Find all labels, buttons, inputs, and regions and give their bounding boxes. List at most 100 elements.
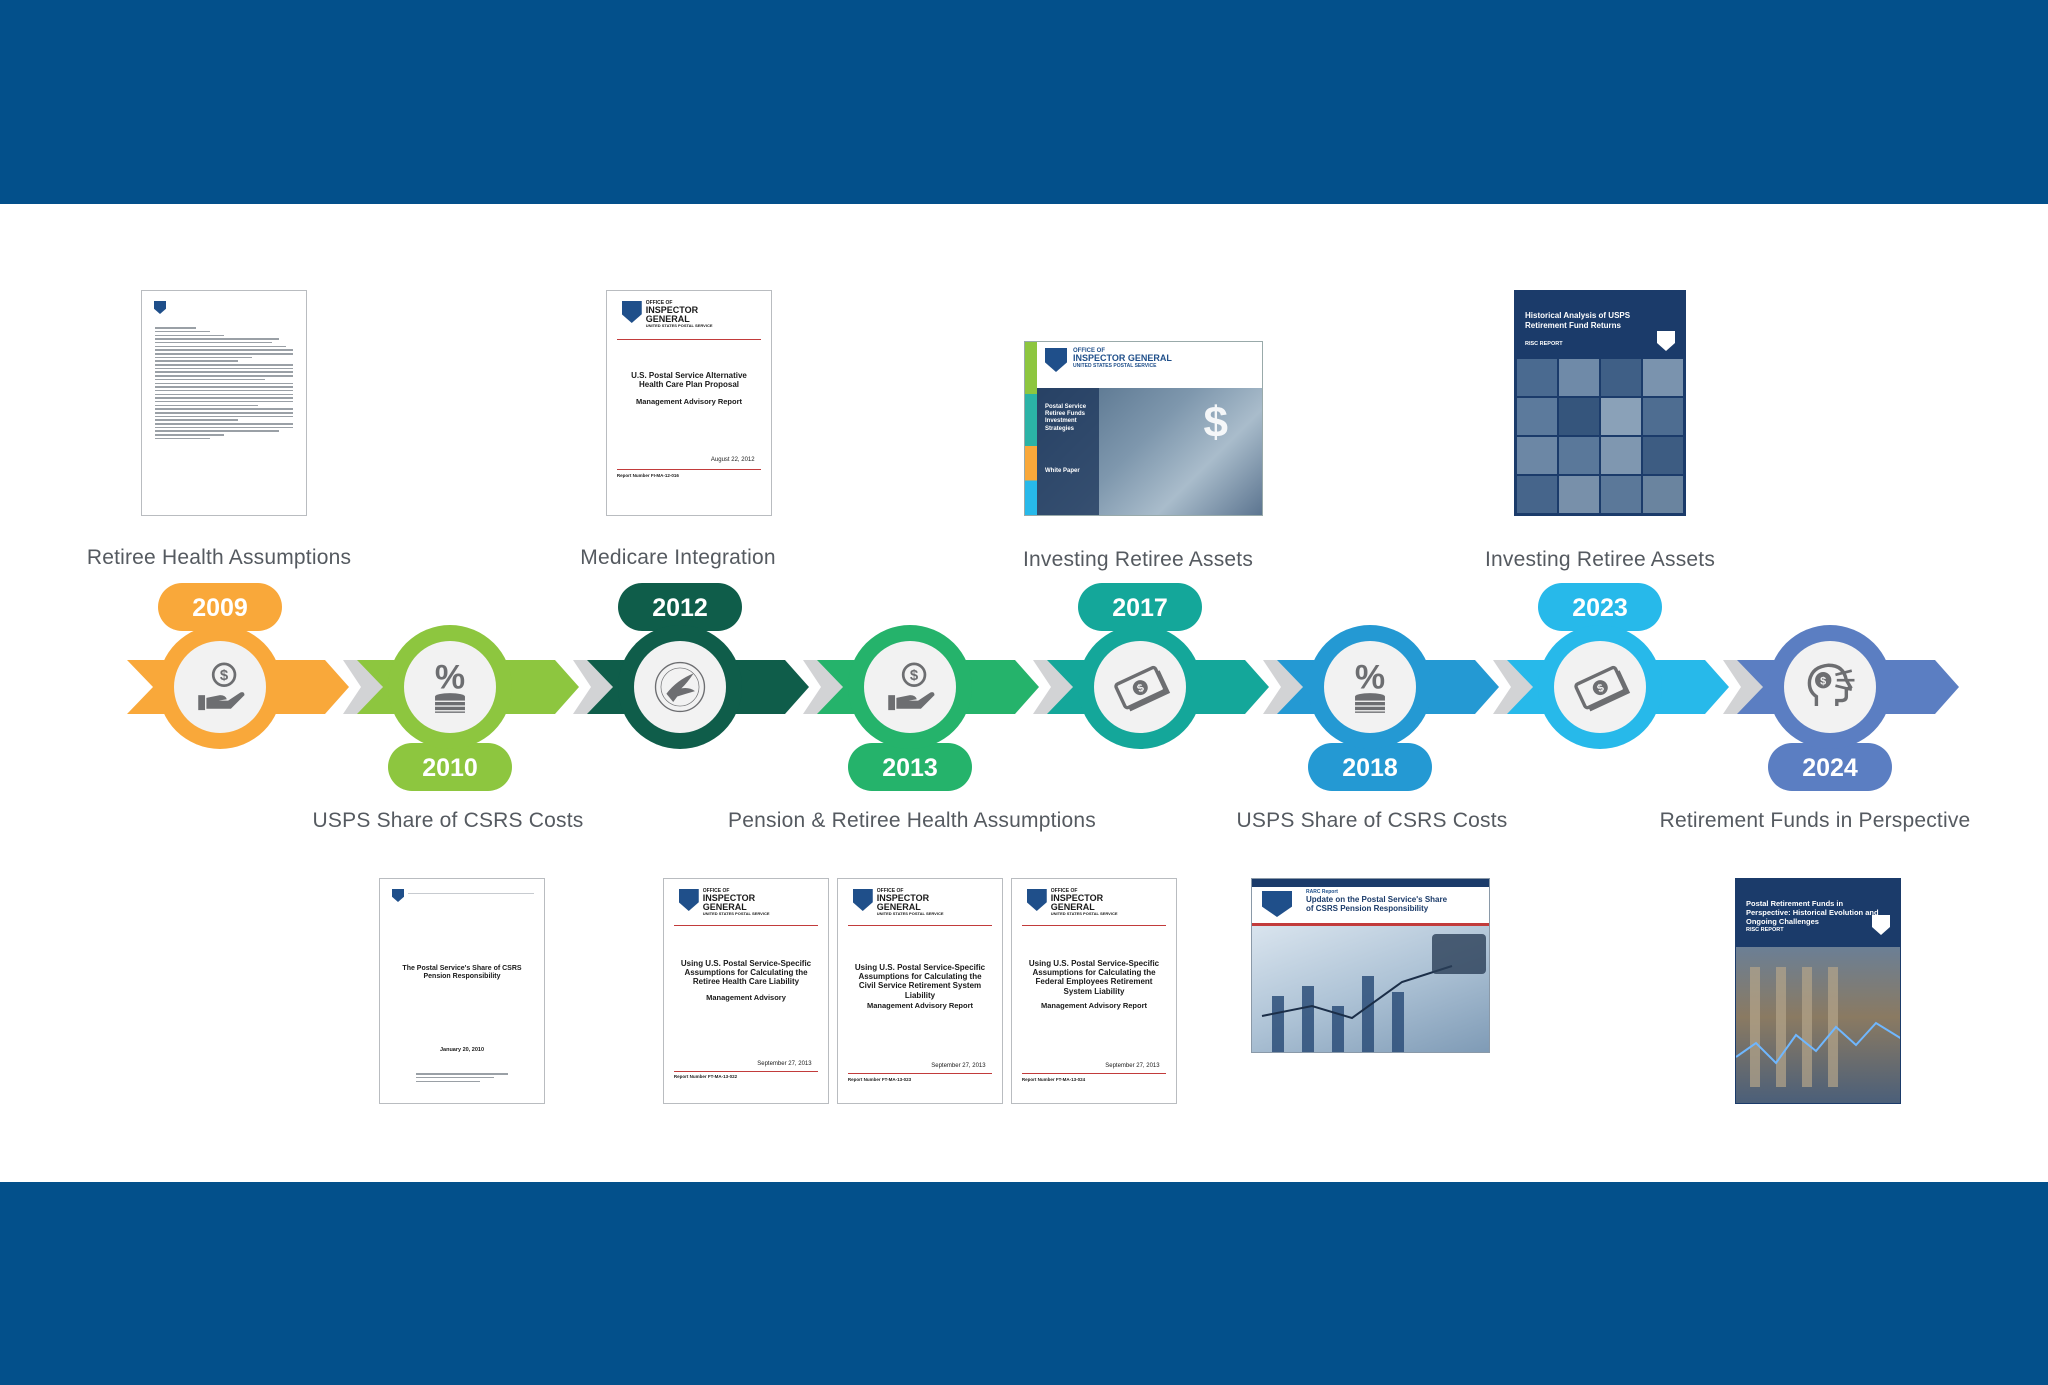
year-label: 2013 (882, 754, 938, 782)
report-title: U.S. Postal Service Alternative Health C… (631, 371, 747, 390)
oig-logo-line2: INSPECTOR (1050, 893, 1104, 903)
year-label: 2017 (1112, 594, 1168, 622)
timeline-node-2013: 2013 (803, 625, 1039, 791)
event-label-2018: USPS Share of CSRS Costs (1236, 809, 1508, 832)
oig-shield-icon (1657, 331, 1675, 351)
year-label: 2023 (1572, 594, 1628, 622)
oig-logo-line4: UNITED STATES POSTAL SERVICE (1050, 911, 1118, 916)
report-title: The Postal Service's Share of CSRS Pensi… (402, 965, 522, 981)
report-title: Using U.S. Postal Service-Specific Assum… (680, 959, 812, 987)
divider (847, 1073, 993, 1074)
oig-logo: OFFICE OF INSPECTOR GENERAL UNITED STATE… (1026, 888, 1118, 916)
year-pill (1538, 583, 1662, 631)
report-title: Postal Retirement Funds in Perspective: … (1746, 899, 1879, 926)
divider (616, 339, 762, 340)
report-title: Update on the Postal Service's Share of … (1306, 895, 1448, 913)
report-cover-2013-fers[interactable]: OFFICE OF INSPECTOR GENERAL UNITED STATE… (1011, 878, 1177, 1104)
oig-logo-line3: GENERAL (645, 314, 690, 324)
event-label-2010: USPS Share of CSRS Costs (312, 809, 584, 832)
oig-logo-line4: UNITED STATES POSTAL SERVICE (876, 911, 944, 916)
divider (673, 1071, 819, 1072)
report-cover-2013-csrs[interactable]: OFFICE OF INSPECTOR GENERAL UNITED STATE… (837, 878, 1003, 1104)
oig-logo-line3: GENERAL (702, 902, 747, 912)
report-date: September 27, 2013 (1105, 1063, 1160, 1069)
oig-shield-icon (1026, 889, 1047, 911)
report-date: January 20, 2010 (439, 1047, 485, 1053)
oig-logo-line1: OFFICE OF (876, 888, 904, 894)
year-label: 2024 (1802, 754, 1858, 782)
oig-logo-line3: GENERAL (1050, 902, 1095, 912)
report-cover-2013-retiree-health[interactable]: OFFICE OF INSPECTOR GENERAL UNITED STATE… (663, 878, 829, 1104)
report-date: September 27, 2013 (757, 1061, 812, 1067)
report-subtitle: Management Advisory Report (636, 397, 742, 406)
year-label: 2018 (1342, 754, 1398, 782)
timeline-node-2010: 2010 (343, 625, 579, 791)
oig-logo-line1: OFFICE OF (1073, 348, 1105, 354)
timeline-node-2023: 2023 (1493, 583, 1729, 749)
oig-logo: OFFICE OF INSPECTOR GENERAL UNITED STATE… (852, 888, 944, 916)
report-tag: RISC REPORT (1746, 927, 1784, 933)
oig-logo-line4: UNITED STATES POSTAL SERVICE (702, 911, 770, 916)
oig-shield-icon (154, 301, 166, 314)
dollar-sign-graphic: $ (1203, 398, 1228, 447)
photo-grid (1515, 357, 1685, 515)
node-inner-circle (1784, 641, 1876, 733)
report-cover-2023[interactable]: Historical Analysis of USPS Retirement F… (1514, 290, 1686, 516)
report-number: Report Number FT-MA-13-022 (673, 1074, 738, 1079)
event-label-2013: Pension & Retiree Health Assumptions (728, 809, 1096, 832)
oig-shield-icon (852, 889, 873, 911)
oig-logo-line2: INSPECTOR GENERAL (1073, 353, 1172, 364)
report-cover-2010[interactable]: The Postal Service's Share of CSRS Pensi… (379, 878, 545, 1104)
oig-logo-line4: UNITED STATES POSTAL SERVICE (645, 323, 713, 328)
report-date: August 22, 2012 (710, 457, 755, 463)
oig-logo: OFFICE OF INSPECTOR GENERAL UNITED STATE… (621, 301, 713, 328)
report-date: September 27, 2013 (931, 1063, 986, 1069)
divider (1021, 1073, 1167, 1074)
oig-logo-line2: INSPECTOR (702, 893, 756, 903)
timeline-node-2017: 2017 (1033, 583, 1269, 749)
oig-shield-icon (1262, 891, 1292, 917)
report-subtitle: Management Advisory Report (867, 1001, 973, 1010)
oig-shield-icon (392, 889, 404, 902)
year-label: 2009 (192, 594, 248, 622)
report-tag: RARC Report (1306, 889, 1338, 895)
report-cover-2012[interactable]: OFFICE OF INSPECTOR GENERAL UNITED STATE… (606, 290, 772, 516)
timeline-node-2009: 2009 (127, 583, 349, 749)
report-number: Report Number FI-MA-12-016 (616, 473, 679, 478)
cover-photo (1252, 926, 1489, 1052)
report-number: Report Number FT-MA-13-023 (847, 1077, 912, 1082)
year-pill (1078, 583, 1202, 631)
top-banner (0, 0, 2048, 204)
report-number: Report Number FT-MA-13-024 (1021, 1077, 1086, 1082)
report-cover-2009[interactable] (141, 290, 307, 516)
oig-logo-line1: OFFICE OF (1050, 888, 1078, 894)
report-subtitle: White Paper (1045, 468, 1080, 474)
timeline-node-2018: 2018 (1263, 625, 1499, 791)
report-cover-2017[interactable]: OFFICE OF INSPECTOR GENERAL UNITED STATE… (1024, 341, 1263, 516)
color-strip (1025, 342, 1037, 515)
timeline-node-2012: 2012 (573, 583, 809, 749)
report-cover-2024[interactable]: Postal Retirement Funds in Perspective: … (1735, 878, 1901, 1104)
cover-photo (1736, 947, 1900, 1103)
oig-shield-icon (1872, 915, 1890, 935)
oig-logo-line2: INSPECTOR (645, 305, 699, 315)
event-label-2023: Investing Retiree Assets (1484, 548, 1716, 571)
timeline-node-2024: 2024 (1723, 625, 1959, 791)
report-subtitle: Management Advisory (706, 993, 786, 1002)
percent-coins-icon (1354, 658, 1386, 713)
event-label-2009: Retiree Health Assumptions (86, 546, 352, 569)
oig-logo: OFFICE OF INSPECTOR GENERAL UNITED STATE… (678, 889, 770, 916)
report-cover-2018[interactable]: RARC Report Update on the Postal Service… (1251, 878, 1490, 1053)
year-pill (388, 743, 512, 791)
divider (673, 925, 819, 926)
year-label: 2012 (652, 594, 708, 622)
event-label-2017: Investing Retiree Assets (1022, 548, 1254, 571)
year-pill (618, 583, 742, 631)
report-tag: RISC REPORT (1525, 341, 1563, 347)
year-label: 2010 (422, 754, 478, 782)
divider (1021, 925, 1167, 926)
cover-photo: $ Postal Service Retiree Funds Investmen… (1037, 388, 1262, 515)
year-pill (158, 583, 282, 631)
oig-shield-icon (1045, 348, 1067, 372)
